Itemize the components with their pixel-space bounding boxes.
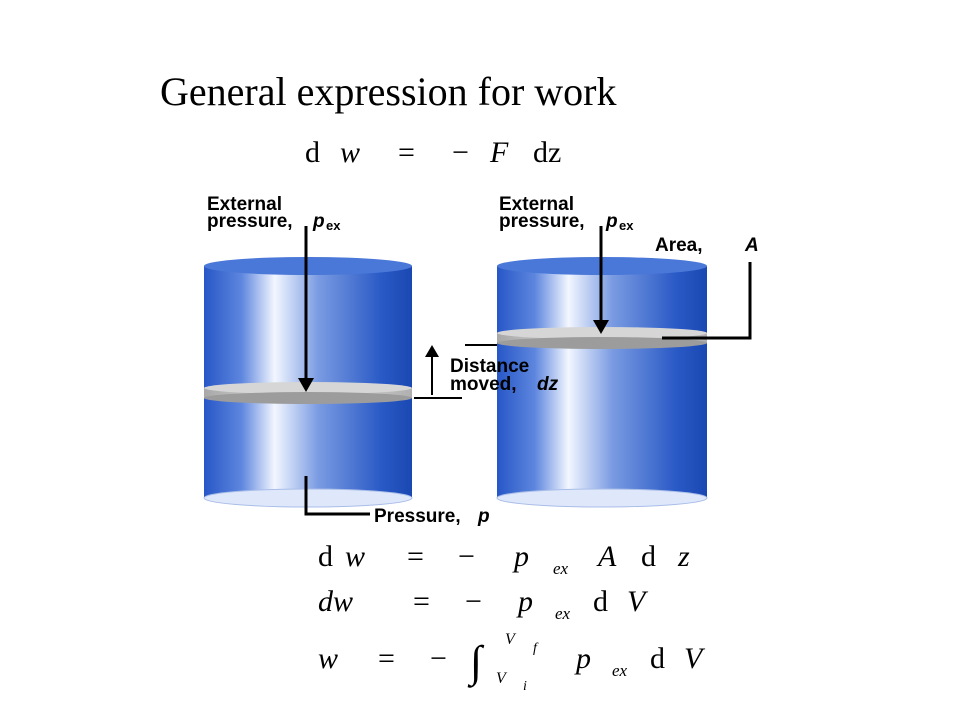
distance-label-line1: Distance <box>450 356 529 377</box>
equation-3: w = − ∫ V f V i p ex d V <box>318 631 706 694</box>
area-leader <box>662 262 752 340</box>
pressure-symbol: p <box>477 506 490 527</box>
eq3-V: V <box>684 642 706 675</box>
eq1-d: d <box>318 540 333 573</box>
distance-label-line2: moved, <box>450 374 517 395</box>
pressure-label: Pressure, <box>374 506 461 527</box>
left-pressure-arrowhead <box>298 378 314 392</box>
equation-top: d w = − F dz <box>305 136 561 169</box>
area-label: Area, <box>655 235 703 256</box>
right-piston <box>497 327 707 349</box>
eq3-d: d <box>650 642 665 675</box>
ext-pressure-right-line1: External <box>499 194 574 215</box>
eq1-equals: = <box>407 540 424 573</box>
eq3-upper-V: V <box>505 631 517 648</box>
eq3-lower-i: i <box>523 679 527 694</box>
eq3-lower-V: V <box>496 670 508 687</box>
slide-title: General expression for work <box>160 69 617 114</box>
eq-top-dz: dz <box>533 136 561 169</box>
eq1-z: z <box>677 540 690 573</box>
ext-pressure-left-line1: External <box>207 194 282 215</box>
equation-1: d w = − p ex A d z <box>318 540 690 578</box>
distance-arrowhead <box>425 345 439 357</box>
eq2-dw: dw <box>318 585 353 618</box>
eq2-d: d <box>593 585 608 618</box>
eq1-w: w <box>345 540 365 573</box>
eq3-integral: ∫ <box>467 637 485 688</box>
eq-top-d: d <box>305 136 320 169</box>
eq3-p: p <box>574 642 591 675</box>
eq2-ex: ex <box>555 604 571 623</box>
eq2-V: V <box>627 585 649 618</box>
eq1-A: A <box>596 540 617 573</box>
equation-2: dw = − p ex d V <box>318 585 649 623</box>
eq1-minus: − <box>458 540 475 573</box>
ext-pressure-left-p: p <box>312 211 325 232</box>
pressure-leader <box>304 476 370 516</box>
eq-top-F: F <box>489 136 509 169</box>
ext-pressure-right-sub: ex <box>619 218 634 233</box>
eq2-minus: − <box>465 585 482 618</box>
eq1-d2: d <box>641 540 656 573</box>
ext-pressure-left-line2: pressure, <box>207 211 293 232</box>
area-symbol: A <box>744 235 759 256</box>
eq-top-minus: − <box>452 136 469 169</box>
ext-pressure-left-sub: ex <box>326 218 341 233</box>
ext-pressure-right-line2: pressure, <box>499 211 585 232</box>
distance-symbol: dz <box>537 374 559 395</box>
eq3-equals: = <box>378 642 395 675</box>
eq3-w: w <box>318 642 338 675</box>
ext-pressure-right-p: p <box>605 211 618 232</box>
right-pressure-arrowhead <box>593 320 609 334</box>
eq1-p: p <box>512 540 529 573</box>
eq2-p: p <box>516 585 533 618</box>
eq-top-equals: = <box>398 136 415 169</box>
eq-top-w: w <box>340 136 360 169</box>
eq3-ex: ex <box>612 661 628 680</box>
eq3-upper-f: f <box>533 641 539 656</box>
eq2-equals: = <box>413 585 430 618</box>
eq3-minus: − <box>430 642 447 675</box>
eq1-ex: ex <box>553 559 569 578</box>
